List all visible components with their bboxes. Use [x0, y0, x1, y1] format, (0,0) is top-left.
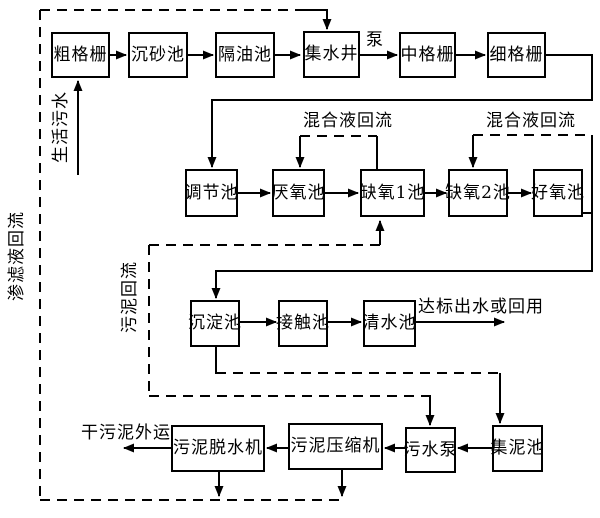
node-anoxic-tank-1: 缺氧1池: [360, 169, 425, 217]
node-sewage-pump: 污水泵: [404, 427, 457, 473]
solid-stub-edges: [215, 135, 593, 374]
node-clean-water-tank: 清水池: [363, 300, 416, 347]
node-grit-chamber: 沉砂池: [128, 32, 188, 78]
label-effluent-out: 达标出水或回用: [418, 297, 544, 317]
label-pump: 泵: [366, 30, 384, 50]
edge-aerobic-to-sedimentation: [211, 213, 593, 299]
node-coarse-screen: 粗格栅: [51, 32, 110, 78]
node-collection-well: 集水井: [303, 31, 360, 78]
node-regulating-tank: 调节池: [185, 169, 238, 217]
node-sedimentation-tank: 沉淀池: [188, 300, 241, 347]
node-sludge-dewatering-machine: 污泥脱水机: [171, 425, 265, 472]
node-fine-screen: 细格栅: [487, 32, 546, 78]
node-oil-separator: 隔油池: [215, 32, 275, 78]
dashed-recycle-edges: [39, 9, 592, 501]
label-mixed-liquor-return-2: 混合液回流: [486, 111, 576, 131]
edge-leachate-into-collection-well: [305, 9, 332, 30]
label-domestic-sewage: 生活污水: [51, 91, 71, 163]
node-medium-screen: 中格栅: [399, 32, 456, 78]
label-dry-sludge-out: 干污泥外运: [81, 423, 171, 443]
label-mixed-liquor-return-1: 混合液回流: [303, 111, 393, 131]
node-anaerobic-tank: 厌氧池: [272, 169, 325, 217]
node-anoxic-tank-2: 缺氧2池: [445, 169, 510, 217]
edge-fine-screen-to-regulating: [207, 54, 593, 168]
label-leachate-return: 渗滤液回流: [7, 211, 27, 301]
label-sludge-return: 污泥回流: [120, 261, 140, 333]
node-sludge-compressor: 污泥压缩机: [288, 423, 383, 470]
node-contact-tank: 接触池: [276, 300, 329, 347]
node-sludge-collection-tank: 集泥池: [491, 425, 544, 472]
node-aerobic-tank: 好氧池: [531, 169, 584, 217]
solid-arrow-edges: [73, 9, 593, 497]
